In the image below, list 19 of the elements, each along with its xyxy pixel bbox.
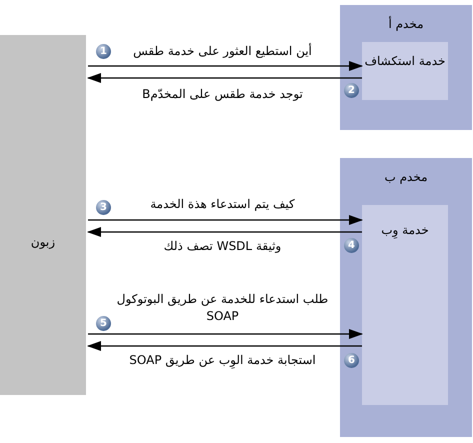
callout-number: 3 xyxy=(96,200,111,215)
server-heading: مخدم ب xyxy=(383,170,428,184)
arrow xyxy=(88,215,363,225)
arrow xyxy=(87,73,362,83)
callout-number: 5 xyxy=(96,316,111,331)
service-label: خدمة وِب xyxy=(380,223,430,237)
arrow xyxy=(87,341,362,351)
server-panel xyxy=(340,158,472,437)
client-label: زبون xyxy=(30,235,56,249)
service-box xyxy=(362,205,448,405)
callout-number: 1 xyxy=(96,44,111,59)
arrow xyxy=(88,61,363,71)
arrow xyxy=(87,227,362,237)
arrow xyxy=(88,329,363,339)
service-box xyxy=(362,42,448,100)
client-bar xyxy=(0,35,86,395)
server-heading: مخدم أ xyxy=(387,17,425,31)
service-label: خدمة استكشاف xyxy=(364,54,446,68)
server-panel xyxy=(340,5,472,130)
